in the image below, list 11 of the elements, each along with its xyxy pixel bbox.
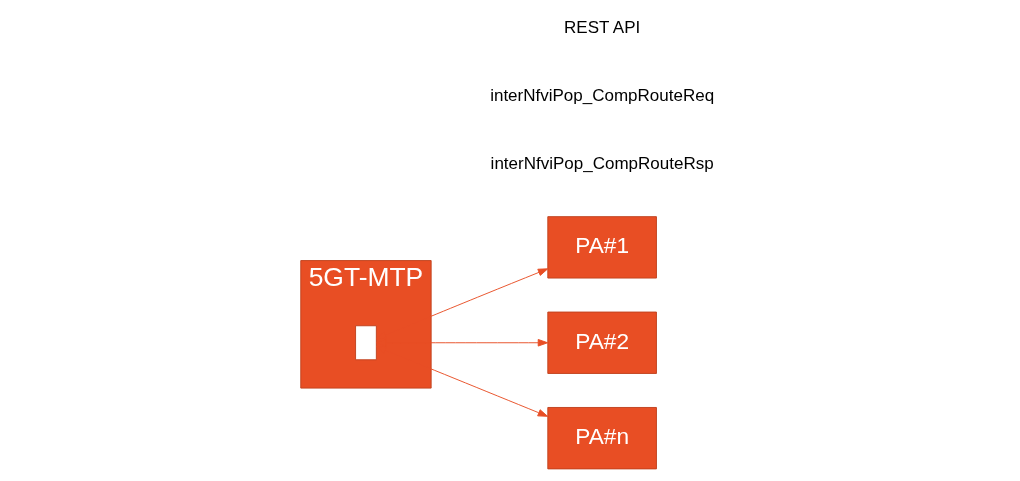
arrow	[375, 268, 548, 340]
node-box: PA#1	[546, 216, 657, 279]
node-box	[354, 325, 377, 361]
arrow	[375, 346, 548, 417]
arrow	[375, 339, 548, 347]
label: interNfviPop_CompRouteRsp	[490, 154, 714, 174]
label: interNfviPop_CompRouteReq	[489, 86, 714, 106]
label: REST API	[563, 18, 640, 38]
cluster: 5GT-MTP	[299, 260, 432, 389]
node-box: PA#n	[546, 407, 657, 470]
node-box: PA#2	[546, 311, 657, 374]
